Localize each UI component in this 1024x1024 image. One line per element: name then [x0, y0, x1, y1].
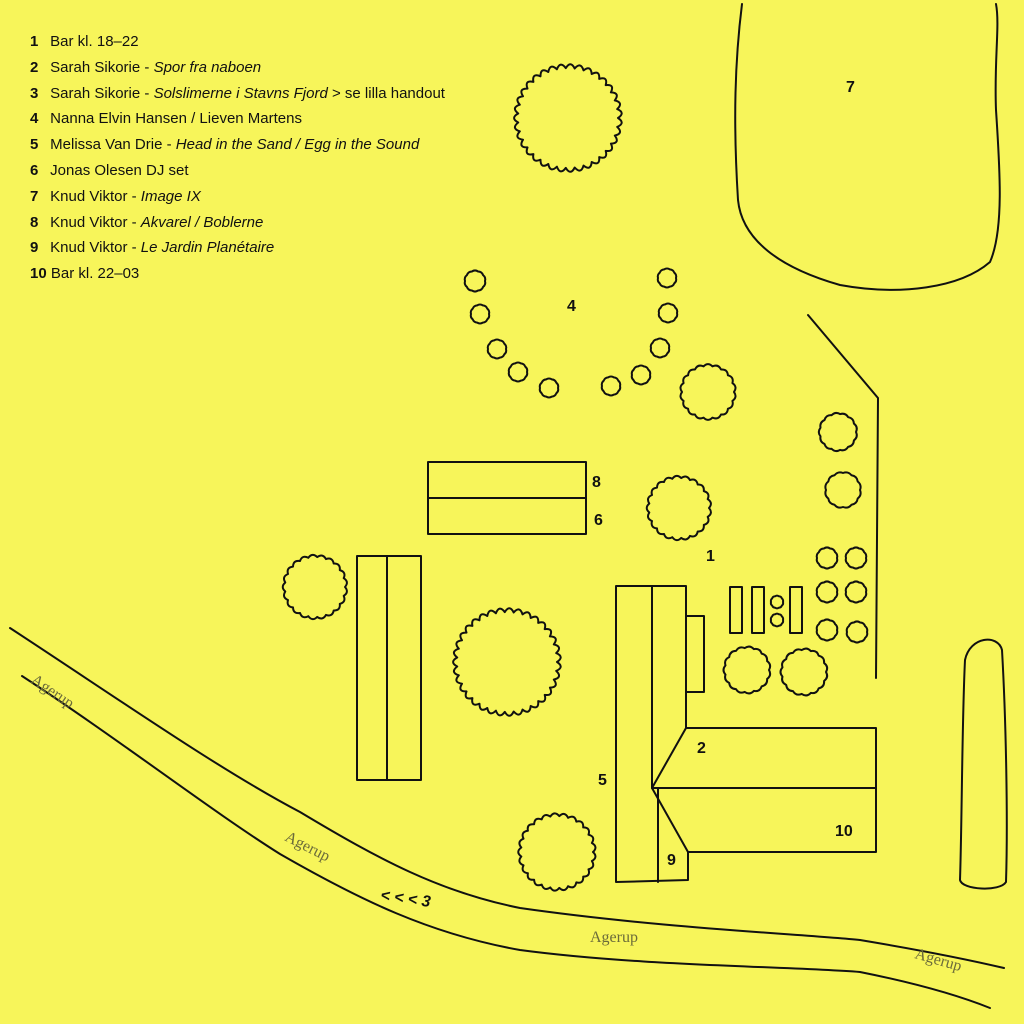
tree: [645, 474, 712, 542]
tree: [513, 63, 623, 173]
legend-item: 2 Sarah Sikorie - Spor fra naboen: [30, 59, 445, 85]
legend-suffix: > se lilla handout: [327, 84, 445, 102]
map-label-4: 4: [567, 298, 576, 315]
legend-item: 6 Jonas Olesen DJ set: [30, 162, 445, 188]
map-label-1: 1: [706, 548, 715, 565]
tree: [281, 553, 348, 621]
fence-line: [807, 314, 879, 679]
legend-number: 6: [30, 161, 39, 179]
legend-number: 9: [30, 239, 39, 257]
building-5: [615, 585, 689, 883]
legend-artist: Bar kl. 18–22: [50, 33, 139, 50]
tree: [656, 267, 678, 289]
legend-artist: Nanna Elvin Hansen / Lieven Martens: [50, 110, 302, 128]
legend-item: 5 Melissa Van Drie - Head in the Sand / …: [30, 136, 445, 162]
tree: [779, 647, 829, 697]
legend-separator: -: [127, 239, 141, 257]
legend-separator: -: [140, 84, 154, 102]
legend-number: 8: [30, 213, 39, 231]
road-edge-top: [9, 627, 1005, 969]
legend-title: Head in the Sand / Egg in the Sound: [175, 136, 420, 154]
legend-item: 1 Bar kl. 18–22: [30, 33, 445, 59]
legend-item: 8 Knud Viktor - Akvarel / Boblerne: [30, 214, 445, 240]
stall: [751, 586, 765, 634]
map-label-2: 2: [697, 740, 706, 757]
building-2-10: [651, 727, 877, 853]
legend-number: 5: [30, 136, 39, 154]
road-label: Agerup: [590, 929, 638, 946]
legend-item: 3 Sarah Sikorie - Solslimerne i Stavns F…: [30, 85, 445, 111]
tree: [815, 546, 839, 570]
legend-item: 7 Knud Viktor - Image IX: [30, 188, 445, 214]
stall: [729, 586, 743, 634]
tree: [722, 645, 772, 695]
legend-item: 10 Bar kl. 22–03: [30, 265, 445, 291]
legend-number: 3: [30, 84, 39, 102]
stall: [789, 586, 803, 634]
legend-artist: Jonas Olesen DJ set: [50, 161, 189, 179]
legend-title: Solslimerne i Stavns Fjord: [153, 84, 328, 102]
legend-artist: Sarah Sikorie: [50, 84, 141, 102]
legend-item: 4 Nanna Elvin Hansen / Lieven Martens: [30, 110, 445, 136]
legend-number: 7: [30, 187, 39, 205]
legend-number: 1: [30, 33, 39, 50]
tree: [649, 337, 671, 359]
legend-title: Spor fra naboen: [153, 58, 262, 76]
map-label-10: 10: [835, 823, 853, 840]
road-label: Agerup: [913, 946, 964, 976]
trees: [281, 63, 869, 892]
legend-title: Image IX: [140, 187, 201, 205]
map-label-8: 8: [592, 474, 601, 491]
direction-marker: < < < 3: [379, 887, 431, 911]
tree: [844, 546, 868, 570]
road-label: Agerup: [28, 671, 77, 712]
tree: [630, 364, 652, 386]
legend-item: 9 Knud Viktor - Le Jardin Planétaire: [30, 239, 445, 265]
legend-artist: Knud Viktor: [50, 239, 128, 257]
tree: [815, 580, 839, 604]
map-label-7: 7: [846, 79, 855, 96]
legend-artist: Melissa Van Drie: [50, 136, 163, 154]
tree: [486, 338, 508, 360]
legend-artist: Knud Viktor: [50, 213, 128, 231]
tree: [817, 411, 858, 453]
tree: [517, 812, 597, 892]
tree: [769, 594, 785, 610]
tree: [452, 607, 562, 717]
tree: [463, 269, 487, 293]
legend-separator: -: [127, 213, 141, 231]
legend-title: Akvarel / Boblerne: [140, 213, 264, 231]
tree: [769, 612, 785, 628]
legend-separator: -: [140, 58, 154, 76]
map-label-9: 9: [667, 852, 676, 869]
legend-artist: Bar kl. 22–03: [50, 265, 140, 283]
tree: [845, 620, 869, 644]
legend-artist: Knud Viktor: [50, 187, 128, 205]
tree: [469, 303, 491, 325]
map-label-6: 6: [594, 512, 603, 529]
legend-number: 10: [30, 265, 47, 283]
legend-title: Le Jardin Planétaire: [140, 239, 275, 257]
building-annex: [685, 615, 705, 693]
legend-number: 4: [30, 110, 39, 128]
legend-number: 2: [30, 58, 39, 76]
hedge-right: [959, 638, 1008, 890]
tree: [538, 377, 560, 399]
tree: [507, 361, 529, 383]
building-left: [356, 555, 422, 781]
tree: [600, 375, 622, 397]
tree: [657, 302, 679, 324]
tree: [815, 618, 839, 642]
legend-artist: Sarah Sikorie: [50, 58, 141, 76]
tree: [679, 363, 737, 421]
tree: [824, 471, 862, 509]
legend-separator: -: [162, 136, 176, 154]
forest-area-7: [734, 3, 1001, 291]
map-label-5: 5: [598, 772, 607, 789]
road-edge-bottom: [21, 675, 991, 1009]
tree: [844, 580, 868, 604]
legend-separator: -: [127, 187, 141, 205]
